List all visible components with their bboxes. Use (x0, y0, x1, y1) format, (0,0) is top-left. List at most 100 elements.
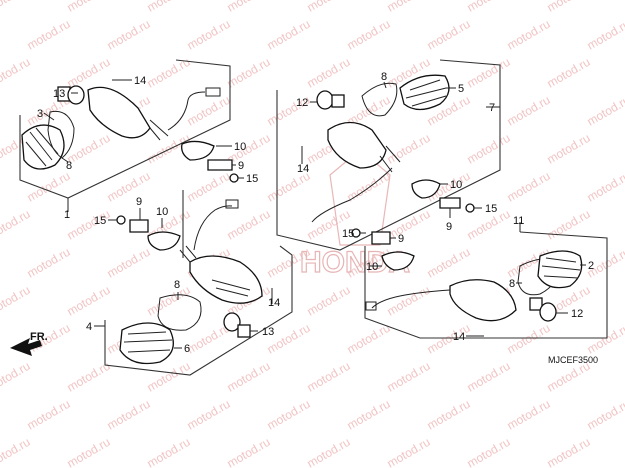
watermark-text: motod.ru (385, 359, 433, 395)
callout-5: 5 (458, 83, 464, 95)
watermark-text: motod.ru (0, 435, 33, 468)
watermark-text: motod.ru (305, 283, 353, 319)
watermark-text: motod.ru (25, 397, 73, 433)
callout-2: 2 (588, 260, 594, 272)
watermark-text: motod.ru (505, 397, 553, 433)
collar-part (207, 159, 233, 171)
watermark-text: motod.ru (185, 397, 233, 433)
gasket-part (47, 110, 75, 159)
watermark-text: motod.ru (225, 0, 273, 15)
callout-8: 8 (66, 160, 72, 172)
callout-13: 13 (53, 88, 65, 100)
watermark-text: motod.ru (385, 0, 433, 15)
watermark-text: motod.ru (0, 283, 33, 319)
watermark-text: motod.ru (345, 321, 393, 357)
callout-15: 15 (246, 173, 258, 185)
watermark-text: motod.ru (65, 55, 113, 91)
callout-13: 13 (262, 326, 274, 338)
group-rear-left: 12 8 5 7 14 10 9 15 (276, 59, 501, 251)
nut-part (229, 173, 239, 183)
housing-part (179, 199, 263, 304)
rubber-mount-part (381, 251, 415, 271)
lens-part (399, 74, 450, 111)
watermark-text: motod.ru (25, 169, 73, 205)
gasket-part (157, 294, 202, 331)
watermark-text: motod.ru (185, 17, 233, 53)
watermark-text: motod.ru (465, 359, 513, 395)
watermark-text: motod.ru (545, 55, 593, 91)
watermark-text: motod.ru (145, 359, 193, 395)
rubber-mount-part (411, 179, 441, 199)
watermark-text: motod.ru (425, 321, 473, 357)
watermark-text: motod.ru (105, 245, 153, 281)
callout-11: 11 (513, 215, 524, 227)
watermark-text: motod.ru (505, 169, 553, 205)
nut-part (116, 215, 126, 225)
watermark-text: motod.ru (225, 207, 273, 243)
front-arrow-icon (10, 338, 42, 356)
watermark-text: motod.ru (345, 397, 393, 433)
watermark-text: motod.ru (25, 17, 73, 53)
watermark-text: motod.ru (0, 0, 33, 15)
watermark-text: motod.ru (465, 55, 513, 91)
callout-9: 9 (238, 160, 244, 172)
callout-4: 4 (86, 321, 92, 333)
group-front-right: 15 9 10 8 6 13 14 4 (86, 190, 293, 376)
nut-part (465, 203, 475, 213)
lens-part (537, 250, 583, 289)
watermark-text: motod.ru (545, 435, 593, 468)
rubber-mount-part (181, 140, 215, 161)
watermark-text: motod.ru (585, 17, 625, 53)
group-7-frame (276, 59, 501, 251)
lens-part (21, 124, 65, 170)
group-front-left: 13 14 3 8 10 9 15 1 (19, 59, 258, 221)
callout-6: 6 (184, 343, 190, 355)
watermark-text: motod.ru (585, 321, 625, 357)
bulb-part (316, 90, 345, 110)
watermark-text: motod.ru (505, 93, 553, 129)
callout-9: 9 (136, 196, 142, 208)
watermark-text: motod.ru (465, 131, 513, 167)
watermark-text: motod.ru (65, 435, 113, 468)
callout-10: 10 (366, 261, 378, 273)
callout-10: 10 (450, 179, 462, 191)
collar-part (129, 219, 149, 233)
watermark-text: motod.ru (105, 169, 153, 205)
watermark-text: motod.ru (305, 359, 353, 395)
watermark-text: motod.ru (425, 17, 473, 53)
watermark-text: motod.ru (585, 397, 625, 433)
callout-14: 14 (268, 297, 280, 309)
watermark-text: motod.ru (545, 207, 593, 243)
gasket-part (361, 82, 398, 117)
front-label: FR. (30, 331, 48, 343)
rubber-mount-part (147, 231, 181, 251)
watermark-text: motod.ru (65, 0, 113, 15)
watermark-text: motod.ru (385, 283, 433, 319)
callout-14: 14 (134, 75, 146, 87)
watermark-text: motod.ru (505, 17, 553, 53)
watermark-text: motod.ru (0, 207, 33, 243)
group-1-frame (19, 59, 231, 199)
watermark-text: motod.ru (145, 55, 193, 91)
watermark-text: motod.ru (305, 0, 353, 15)
watermark-text: motod.ru (425, 245, 473, 281)
group-11-frame (364, 231, 608, 339)
watermark-text: motod.ru (585, 93, 625, 129)
watermark-text: motod.ru (0, 359, 33, 395)
watermark-text: motod.ru (385, 435, 433, 468)
watermark-text: motod.ru (25, 245, 73, 281)
collar-part (371, 231, 391, 245)
callout-14: 14 (297, 163, 309, 175)
bulb-part (529, 297, 557, 322)
watermark-text: motod.ru (305, 435, 353, 468)
watermark-text: motod.ru (545, 0, 593, 15)
bulb-part (57, 85, 85, 105)
watermark-text: motod.ru (305, 55, 353, 91)
watermark-text: motod.ru (225, 55, 273, 91)
watermark-text: motod.ru (385, 131, 433, 167)
callout-1: 1 (64, 209, 70, 221)
callout-9: 9 (398, 233, 404, 245)
